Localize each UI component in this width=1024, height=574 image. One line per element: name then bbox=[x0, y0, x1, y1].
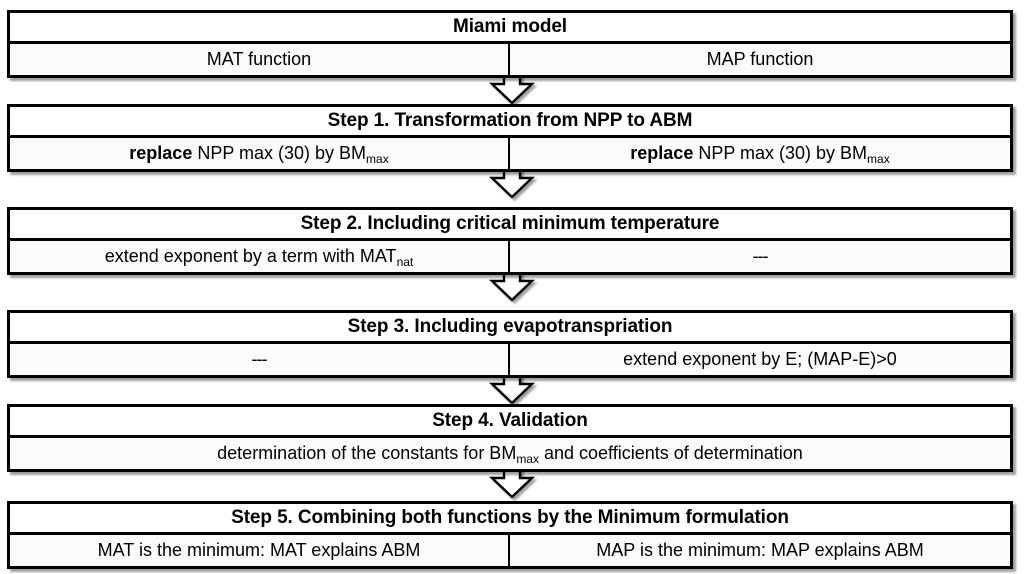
cell-step5-map: MAP is the minimum: MAP explains ABM bbox=[510, 535, 1010, 566]
cell-step3-mat: --- bbox=[10, 344, 510, 375]
cell-text: NPP max (30) by BM bbox=[192, 143, 367, 163]
block-content: --- extend exponent by E; (MAP-E)>0 bbox=[10, 344, 1010, 375]
block-content: MAT function MAP function bbox=[10, 44, 1010, 75]
block-header: Miami model bbox=[10, 13, 1010, 44]
block-header: Step 4. Validation bbox=[10, 407, 1010, 438]
block-step-2: Step 2. Including critical minimum tempe… bbox=[7, 207, 1013, 275]
cell-text: MAP is the minimum: MAP explains ABM bbox=[596, 540, 924, 560]
block-step-5: Step 5. Combining both functions by the … bbox=[7, 501, 1013, 569]
block-content: replace NPP max (30) by BMmax replace NP… bbox=[10, 138, 1010, 169]
cell-step4-full: determination of the constants for BMmax… bbox=[10, 438, 1010, 469]
block-step-4: Step 4. Validation determination of the … bbox=[7, 404, 1013, 472]
cell-emphasis: replace bbox=[129, 143, 193, 163]
block-header: Step 5. Combining both functions by the … bbox=[10, 504, 1010, 535]
block-header: Step 2. Including critical minimum tempe… bbox=[10, 210, 1010, 241]
block-content: extend exponent by a term with MATnat --… bbox=[10, 241, 1010, 272]
cell-subscript: max bbox=[366, 152, 389, 166]
cell-subscript: nat bbox=[396, 255, 414, 269]
cell-text: --- bbox=[752, 246, 769, 266]
block-header: Step 1. Transformation from NPP to ABM bbox=[10, 107, 1010, 138]
cell-step2-map: --- bbox=[510, 241, 1010, 272]
cell-step3-map: extend exponent by E; (MAP-E)>0 bbox=[510, 344, 1010, 375]
cell-mat-function: MAT function bbox=[10, 44, 510, 75]
cell-text: NPP max (30) by BM bbox=[693, 143, 868, 163]
cell-text: MAT function bbox=[206, 49, 312, 69]
cell-step1-map: replace NPP max (30) by BMmax bbox=[510, 138, 1010, 169]
cell-text: extend exponent by E; (MAP-E)>0 bbox=[623, 349, 897, 369]
block-step-1: Step 1. Transformation from NPP to ABM r… bbox=[7, 104, 1013, 172]
cell-text: extend exponent by a term with MAT bbox=[104, 246, 397, 266]
cell-step5-mat: MAT is the minimum: MAT explains ABM bbox=[10, 535, 510, 566]
cell-text: MAP function bbox=[706, 49, 814, 69]
cell-text: determination of the constants for BM bbox=[217, 443, 517, 463]
cell-emphasis: replace bbox=[630, 143, 694, 163]
cell-subscript: max bbox=[867, 152, 890, 166]
cell-text-tail: and coefficients of determination bbox=[538, 443, 803, 463]
block-content: MAT is the minimum: MAT explains ABM MAP… bbox=[10, 535, 1010, 566]
cell-subscript: max bbox=[516, 452, 539, 466]
cell-map-function: MAP function bbox=[510, 44, 1010, 75]
cell-text: --- bbox=[251, 349, 268, 369]
block-content: determination of the constants for BMmax… bbox=[10, 438, 1010, 469]
cell-step1-mat: replace NPP max (30) by BMmax bbox=[10, 138, 510, 169]
block-step-3: Step 3. Including evapotranspriation ---… bbox=[7, 310, 1013, 378]
cell-text: MAT is the minimum: MAT explains ABM bbox=[97, 540, 421, 560]
block-miami-model: Miami model MAT function MAP function bbox=[7, 10, 1013, 78]
cell-step2-mat: extend exponent by a term with MATnat bbox=[10, 241, 510, 272]
block-header: Step 3. Including evapotranspriation bbox=[10, 313, 1010, 344]
